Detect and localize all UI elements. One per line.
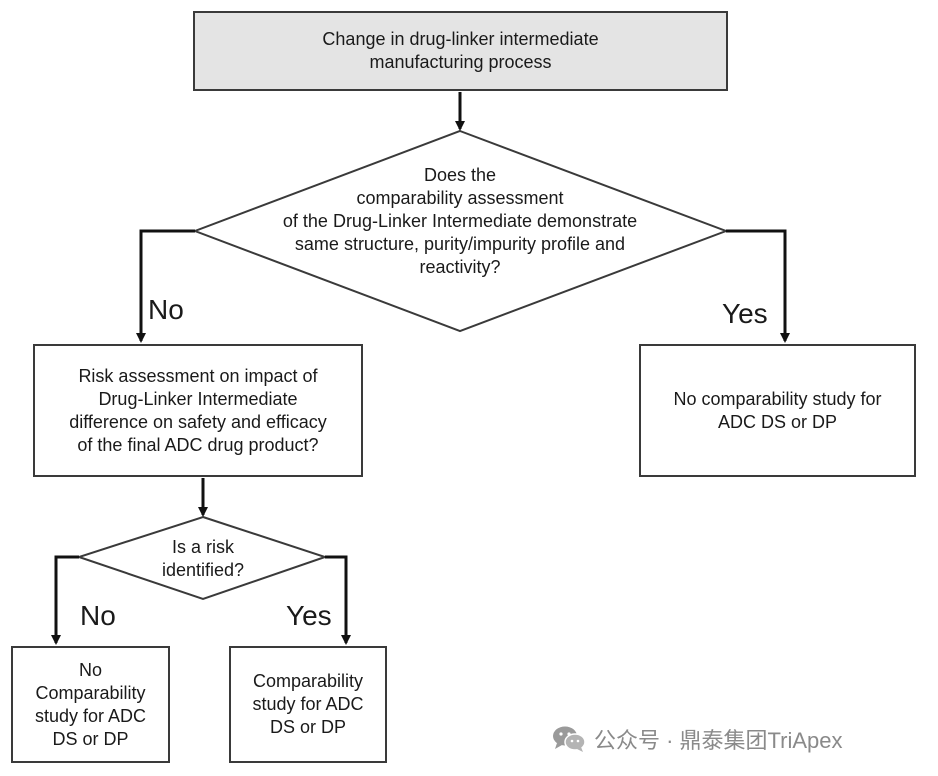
label-main-no: No xyxy=(148,294,184,325)
no-study-main-box: No comparability study for ADC DS or DP xyxy=(639,344,916,477)
watermark: 公众号 · 鼎泰集团TriApex xyxy=(552,722,922,756)
arrow-main-no xyxy=(136,229,195,343)
decision-main-diamond xyxy=(192,129,729,333)
start-text: Change in drug-linker intermediate manuf… xyxy=(322,29,599,72)
arrow-risk-yes xyxy=(325,555,351,645)
study-text: Comparability study for ADC DS or DP xyxy=(252,671,364,737)
label-main-yes: Yes xyxy=(722,298,768,329)
risk-assessment-text: Risk assessment on impact of Drug-Linker… xyxy=(69,365,327,455)
start-box: Change in drug-linker intermediate manuf… xyxy=(193,11,728,91)
watermark-text: 公众号 · 鼎泰集团TriApex xyxy=(594,728,843,753)
label-risk-no: No xyxy=(80,600,116,631)
arrow-main-yes xyxy=(726,229,790,343)
arrow-risk-no xyxy=(51,555,79,645)
no-study-low-text: No Comparability study for ADC DS or DP xyxy=(34,659,147,749)
label-risk-yes: Yes xyxy=(286,600,332,631)
decision-main-text: Does the comparability assessment of the… xyxy=(282,165,638,277)
wechat-icon xyxy=(553,726,586,752)
no-study-low-box: No Comparability study for ADC DS or DP xyxy=(11,646,170,763)
study-box: Comparability study for ADC DS or DP xyxy=(229,646,387,763)
decision-risk-text: Is a risk identified? xyxy=(161,537,245,580)
decision-risk-diamond xyxy=(75,515,329,601)
risk-assessment-box: Risk assessment on impact of Drug-Linker… xyxy=(33,344,363,477)
no-study-main-text: No comparability study for ADC DS or DP xyxy=(673,388,882,432)
